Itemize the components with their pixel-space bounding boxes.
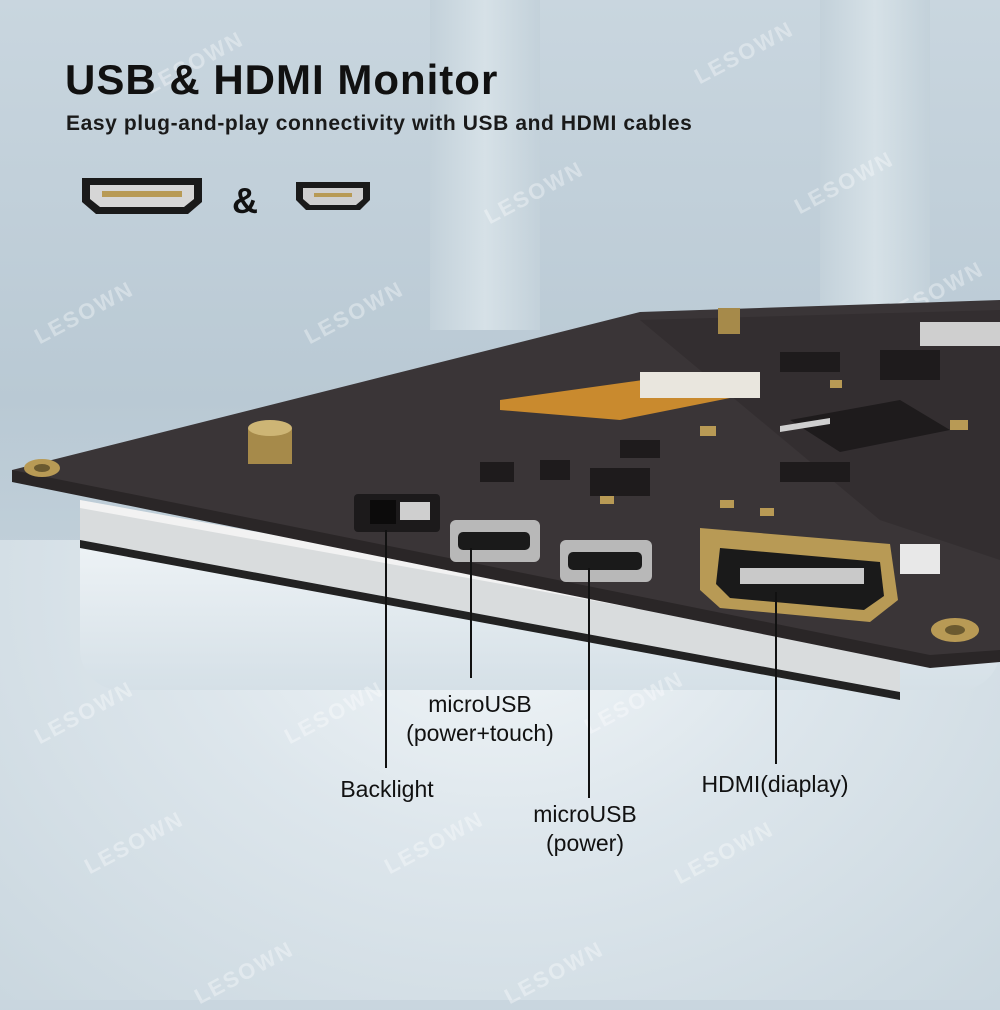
callout-line-hdmi — [775, 592, 777, 764]
micro-hdmi-port-icon — [296, 182, 370, 210]
callout-line-microusb-touch — [470, 548, 472, 678]
page-subtitle: Easy plug-and-play connectivity with USB… — [66, 112, 693, 135]
callout-line-microusb-power — [588, 568, 590, 798]
hdmi-port-icon — [82, 178, 202, 214]
label-backlight: Backlight — [340, 776, 434, 802]
label-microusb-touch-line1: microUSB — [428, 691, 532, 717]
label-microusb-power-line2: (power) — [546, 830, 624, 856]
ampersand: & — [232, 180, 258, 221]
label-microusb-touch-line2: (power+touch) — [406, 720, 554, 746]
page-title: USB & HDMI Monitor — [65, 56, 499, 103]
callout-line-backlight — [385, 530, 387, 768]
label-hdmi-display: HDMI(diaplay) — [701, 771, 849, 797]
background-pillar-left — [430, 0, 540, 330]
label-microusb-power: microUSB (power) — [505, 800, 665, 858]
label-microusb-touch: microUSB (power+touch) — [390, 690, 570, 748]
background-pillar-right — [820, 0, 930, 330]
label-microusb-power-line1: microUSB — [533, 801, 637, 827]
